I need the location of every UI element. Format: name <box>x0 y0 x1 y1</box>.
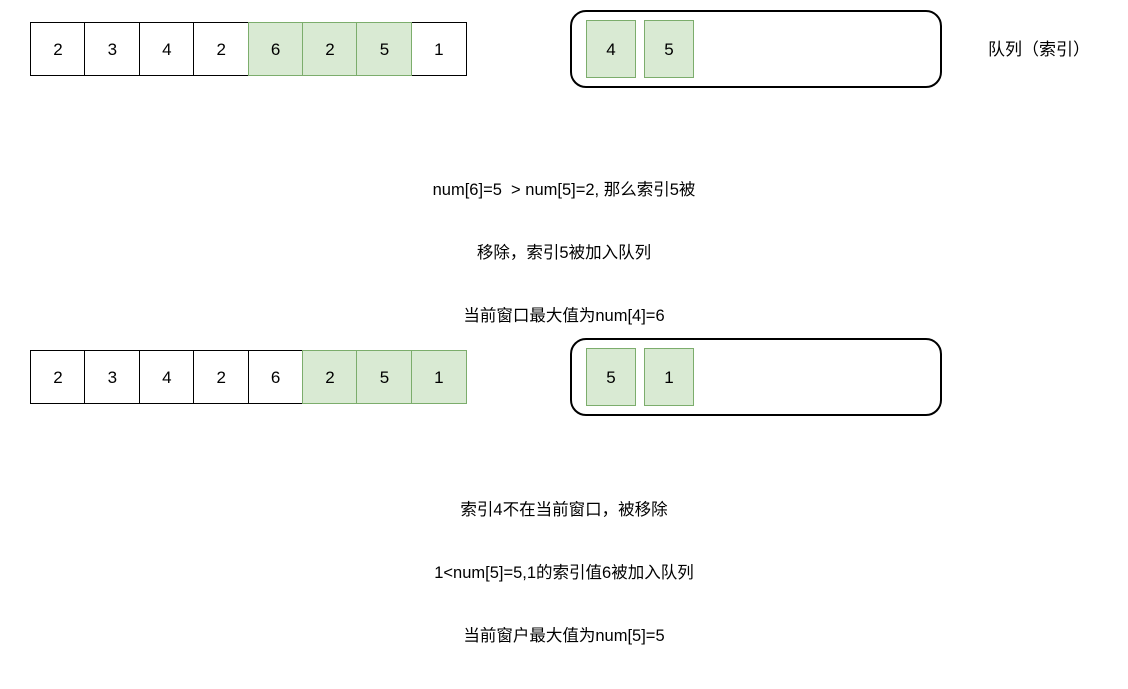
array-cell: 3 <box>84 350 141 404</box>
diagram-canvas: 2 3 4 2 6 2 5 1 4 5 队列（索引） num[6]=5 > nu… <box>0 10 1128 645</box>
queue-container-step1: 4 5 <box>570 10 942 88</box>
caption-line: num[6]=5 > num[5]=2, 那么索引5被 <box>432 181 696 199</box>
array-cell-highlighted: 6 <box>247 22 304 76</box>
caption-line: 索引4不在当前窗口，被移除 <box>460 501 668 519</box>
array-cell: 3 <box>84 22 141 76</box>
array-cell-highlighted: 2 <box>302 22 359 76</box>
queue-container-step2: 5 1 <box>570 338 942 416</box>
array-cell-highlighted: 5 <box>356 350 413 404</box>
array-cell: 1 <box>410 22 467 76</box>
array-cell: 2 <box>193 350 250 404</box>
queue-legend-label: 队列（索引） <box>988 40 1090 59</box>
queue-cell: 5 <box>586 348 636 406</box>
caption-line: 移除，索引5被加入队列 <box>476 244 652 262</box>
array-cell-highlighted: 1 <box>410 350 467 404</box>
queue-cell: 1 <box>644 348 694 406</box>
array-cell: 4 <box>138 350 195 404</box>
array-cell: 2 <box>30 22 86 76</box>
caption-line: 当前窗户最大值为num[5]=5 <box>463 627 665 645</box>
array-strip-step1: 2 3 4 2 6 2 5 1 <box>30 22 467 76</box>
queue-cell: 4 <box>586 20 636 78</box>
caption-step1: num[6]=5 > num[5]=2, 那么索引5被 移除，索引5被加入队列 … <box>0 138 1128 369</box>
caption-line: 当前窗口最大值为num[4]=6 <box>463 307 665 325</box>
caption-step2: 索引4不在当前窗口，被移除 1<num[5]=5,1的索引值6被加入队列 当前窗… <box>0 458 1128 689</box>
array-cell: 2 <box>30 350 86 404</box>
array-strip-step2: 2 3 4 2 6 2 5 1 <box>30 350 467 404</box>
array-cell: 6 <box>247 350 304 404</box>
array-cell: 2 <box>193 22 250 76</box>
queue-cell: 5 <box>644 20 694 78</box>
array-cell-highlighted: 5 <box>356 22 413 76</box>
array-cell: 4 <box>138 22 195 76</box>
caption-line: 1<num[5]=5,1的索引值6被加入队列 <box>434 564 694 582</box>
array-cell-highlighted: 2 <box>302 350 359 404</box>
